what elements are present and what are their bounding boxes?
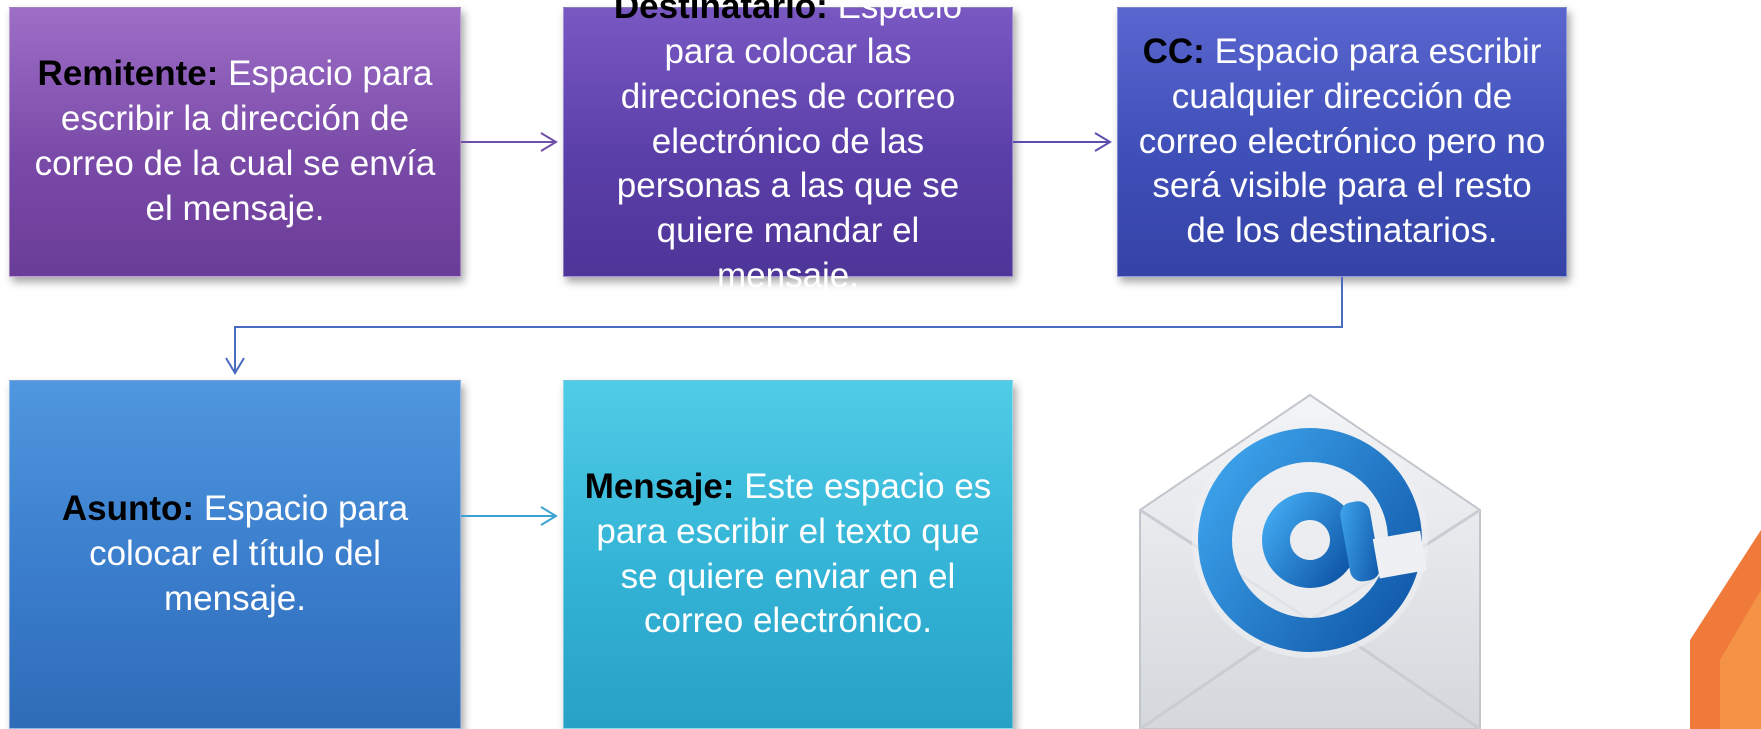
- step-cc: CC: Espacio para escribir cualquier dire…: [1117, 7, 1567, 277]
- step-mensaje-label: Mensaje:: [584, 466, 735, 506]
- step-remitente: Remitente: Espacio para escribir la dire…: [9, 7, 461, 277]
- step-cc-label: CC:: [1142, 32, 1205, 71]
- step-destinatario-text: Destinatario: Espacio para colocar las d…: [584, 0, 992, 299]
- step-destinatario-description: Espacio para colocar las direcciones de …: [616, 0, 963, 295]
- step-remitente-description: Espacio para escribir la dirección de co…: [34, 54, 436, 228]
- step-asunto: Asunto: Espacio para colocar el título d…: [9, 380, 461, 729]
- step-asunto-label: Asunto:: [61, 489, 195, 529]
- email-envelope-at-icon: [1139, 393, 1481, 729]
- step-destinatario: Destinatario: Espacio para colocar las d…: [563, 0, 1013, 295]
- orange-corner-decoration: [1690, 530, 1761, 729]
- step-cc-description: Espacio para escribir cualquier direcció…: [1138, 32, 1546, 251]
- step-destinatario-label: Destinatario:: [613, 0, 828, 27]
- step-cc-text: CC: Espacio para escribir cualquier dire…: [1138, 30, 1546, 254]
- step-mensaje-description: Este espacio es para escribir el texto q…: [596, 466, 992, 641]
- arrow-cc-to-asunto: [225, 277, 1343, 375]
- step-asunto-text: Asunto: Espacio para colocar el título d…: [30, 487, 440, 621]
- step-remitente-text: Remitente: Espacio para escribir la dire…: [30, 52, 440, 231]
- step-asunto-description: Espacio para colocar el título del mensa…: [89, 489, 409, 618]
- step-remitente-label: Remitente:: [37, 54, 219, 94]
- step-mensaje: Mensaje: Este espacio es para escribir e…: [563, 380, 1013, 729]
- arrow-remitente-to-destinatario: [461, 132, 558, 152]
- step-mensaje-text: Mensaje: Este espacio es para escribir e…: [584, 465, 992, 644]
- arrow-destinatario-to-cc: [1013, 132, 1112, 152]
- arrow-asunto-to-mensaje: [461, 506, 558, 526]
